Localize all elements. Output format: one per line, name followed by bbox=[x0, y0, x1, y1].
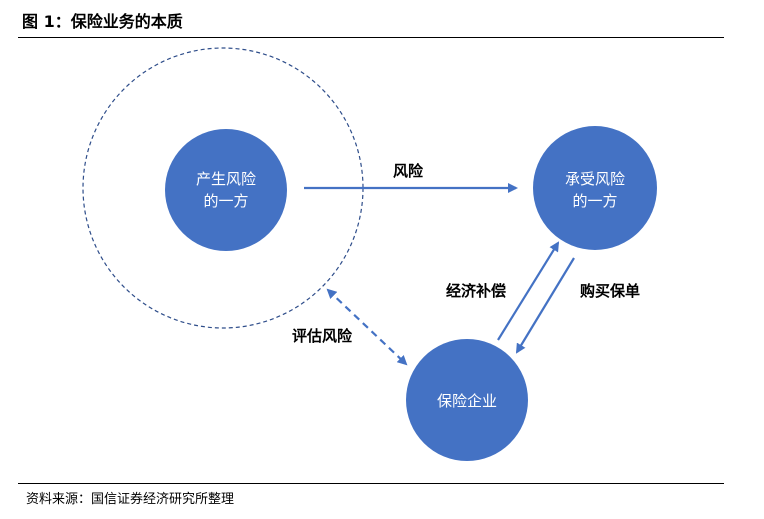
edge-compensation-arrow bbox=[497, 241, 560, 341]
top-rule bbox=[18, 37, 724, 38]
node-risk-bearer-line2: 的一方 bbox=[572, 192, 617, 210]
node-risk-bearer: 承受风险 的一方 bbox=[533, 126, 657, 250]
edge-buy-policy-label: 购买保单 bbox=[580, 282, 640, 300]
node-risk-origin-line2: 的一方 bbox=[203, 192, 248, 210]
node-insurer: 保险企业 bbox=[406, 339, 528, 461]
edge-compensation-label: 经济补偿 bbox=[446, 282, 506, 300]
node-risk-bearer-line1: 承受风险 bbox=[565, 170, 625, 188]
edge-assess-risk-label: 评估风险 bbox=[292, 327, 353, 345]
edge-risk-label: 风险 bbox=[393, 162, 424, 180]
figure-title: 图 1：保险业务的本质 bbox=[22, 12, 183, 31]
edge-assess-risk-arrow bbox=[326, 288, 408, 366]
node-insurer-label: 保险企业 bbox=[437, 392, 497, 410]
node-risk-origin: 产生风险 的一方 bbox=[165, 129, 287, 251]
edge-buy-policy-arrow bbox=[515, 257, 575, 354]
bottom-rule bbox=[18, 483, 724, 484]
node-risk-origin-line1: 产生风险 bbox=[196, 170, 256, 188]
source-note: 资料来源：国信证券经济研究所整理 bbox=[26, 492, 235, 507]
